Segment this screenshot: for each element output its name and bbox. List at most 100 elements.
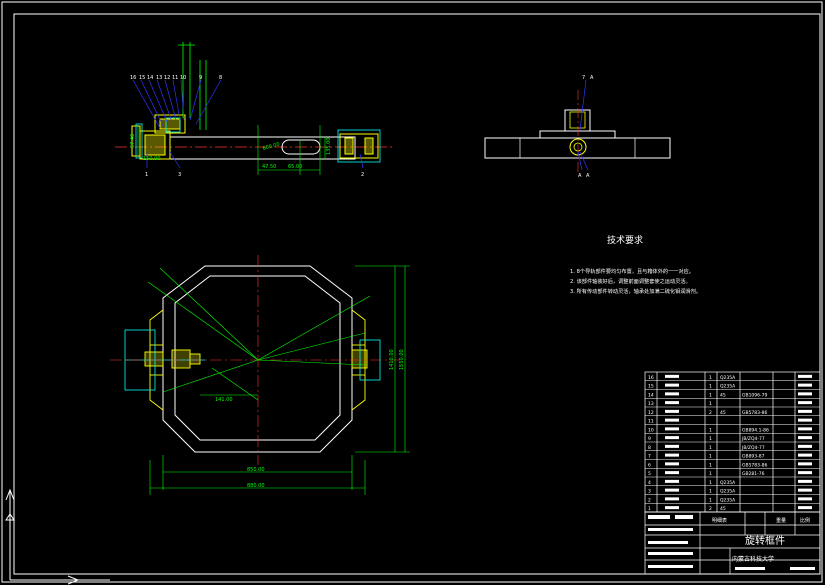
- side-balloon-7: 7: [582, 75, 585, 81]
- title-redacted-4: [648, 541, 688, 544]
- technical-requirements: 技术要求 1. 8个导轨部件要均匀布置，且与箱体外的一一对应。 2. 该部件轴装…: [570, 234, 701, 295]
- dim-141: 141.00: [215, 397, 233, 403]
- bom-note-redacted: [798, 374, 812, 378]
- balloon-9: 9: [199, 75, 202, 81]
- main-view: 850.00 880.00 1410.00 1550.00 141.00: [110, 255, 410, 495]
- balloon-14: 14: [147, 75, 153, 81]
- bom-cell-qty: 1: [709, 401, 712, 407]
- bom-note-redacted: [798, 479, 812, 483]
- bom-cell-no: 13: [648, 401, 654, 407]
- balloon-1: 1: [145, 172, 148, 178]
- balloon-16: 16: [130, 75, 136, 81]
- bom-cell-std: GB5783-86: [742, 462, 768, 468]
- bom-cell-qty: 1: [709, 384, 712, 390]
- bom-cell-mat: Q235A: [720, 384, 736, 390]
- bom-cell-no: 16: [648, 375, 654, 381]
- bom-cell-std: GB1096-79: [742, 392, 768, 398]
- bom-note-redacted: [798, 409, 812, 413]
- bom-cell-qty: 1: [709, 454, 712, 460]
- bom-note-redacted: [798, 444, 812, 448]
- title-redacted-3: [648, 528, 693, 531]
- left-shaft: [144, 349, 201, 369]
- dim-850: 850.00: [247, 467, 265, 473]
- tech-req-item-3: 3. 所有传动部件转动灵活，轴承处加满二硫化钼润滑剂。: [570, 287, 701, 295]
- bom-name-redacted: [665, 471, 679, 475]
- bom-cell-std: GB894.1-86: [742, 427, 769, 433]
- bom-cell-no: 3: [648, 489, 651, 495]
- right-wheel: [339, 133, 379, 159]
- bom-name-redacted: [665, 479, 679, 483]
- dim-67-40: 67.40: [130, 134, 136, 148]
- bom-cell-no: 2: [648, 497, 651, 503]
- bom-cell-mat: Q235A: [720, 489, 736, 495]
- bom-cell-qty: 1: [709, 480, 712, 486]
- bom-cell-mat: Q235A: [720, 497, 736, 503]
- bom-cell-std: GB281-76: [742, 471, 765, 477]
- title-redacted-7: [735, 567, 765, 570]
- bom-note-redacted: [798, 462, 812, 466]
- bom-cell-no: 4: [648, 480, 651, 486]
- bom-name-redacted: [665, 462, 679, 466]
- dim-65-00: 65.00: [288, 164, 302, 170]
- tech-req-item-2: 2. 该部件轴装好后，调整前面调整套使之运动灵活。: [570, 277, 691, 285]
- title-redacted-5: [648, 552, 693, 555]
- bom-note-redacted: [798, 436, 812, 440]
- bom-cell-no: 8: [648, 445, 651, 451]
- bom-cell-no: 6: [648, 462, 651, 468]
- bom-cell-qty: 1: [709, 497, 712, 503]
- balloon-3: 3: [178, 172, 181, 178]
- bom-cell-qty: 1: [709, 462, 712, 468]
- bom-cell-qty: 1: [709, 436, 712, 442]
- bom-note-redacted: [798, 401, 812, 405]
- bom-cell-no: 9: [648, 436, 651, 442]
- bom-cell-qty: 1: [709, 489, 712, 495]
- tech-req-item-1: 1. 8个导轨部件要均匀布置，且与箱体外的一一对应。: [570, 267, 694, 275]
- dim-1410: 1410.00: [389, 349, 395, 370]
- bom-cell-qty: 1: [709, 471, 712, 477]
- bom-name-redacted: [665, 444, 679, 448]
- balloon-2: 2: [361, 172, 364, 178]
- bom-name-redacted: [665, 418, 679, 422]
- bom-note-redacted: [798, 488, 812, 492]
- frame-inner: [174, 275, 341, 441]
- title-redacted-2: [675, 515, 693, 519]
- bom-cell-mat: 45: [720, 410, 726, 416]
- balloon-8: 8: [219, 75, 222, 81]
- title-redacted-8: [790, 567, 815, 570]
- bom-name-redacted: [665, 497, 679, 501]
- bom-cell-no: 15: [648, 384, 654, 390]
- bom-cell-qty: 1: [709, 375, 712, 381]
- school-name: 内蒙古科技大学: [732, 555, 774, 563]
- balloon-10: 10: [180, 75, 186, 81]
- bom-name-redacted: [665, 383, 679, 387]
- right-shaft: [351, 349, 368, 369]
- bom-note-redacted: [798, 418, 812, 422]
- bom-cell-std: GB893-87: [742, 454, 765, 460]
- bom-name-redacted: [665, 488, 679, 492]
- bom-cell-mat: Q235A: [720, 375, 736, 381]
- bom-cell-std: JB/ZQ4-77: [741, 436, 765, 442]
- bom-cell-mat: 45: [720, 506, 726, 512]
- balloon-13: 13: [156, 75, 162, 81]
- dim-600: 600.00: [262, 142, 280, 152]
- side-view: 7 A A A: [484, 75, 671, 179]
- bom-cell-no: 14: [648, 392, 654, 398]
- tech-req-title: 技术要求: [607, 234, 643, 246]
- bom-note-redacted: [798, 392, 812, 396]
- bom-cell-qty: 2: [709, 506, 712, 512]
- bom-note-redacted: [798, 383, 812, 387]
- bom-name-redacted: [665, 392, 679, 396]
- title-redacted-1: [648, 515, 670, 519]
- bom-name-redacted: [665, 374, 679, 378]
- title-label-list: 明细表: [712, 517, 727, 524]
- bom-cell-no: 5: [648, 471, 651, 477]
- bom-note-redacted: [798, 453, 812, 457]
- bom-note-redacted: [798, 471, 812, 475]
- dim-880: 880.00: [247, 483, 265, 489]
- bom-cell-std: GB5783-86: [742, 410, 768, 416]
- balloon-15: 15: [139, 75, 145, 81]
- bom-cell-mat: Q235A: [720, 480, 736, 486]
